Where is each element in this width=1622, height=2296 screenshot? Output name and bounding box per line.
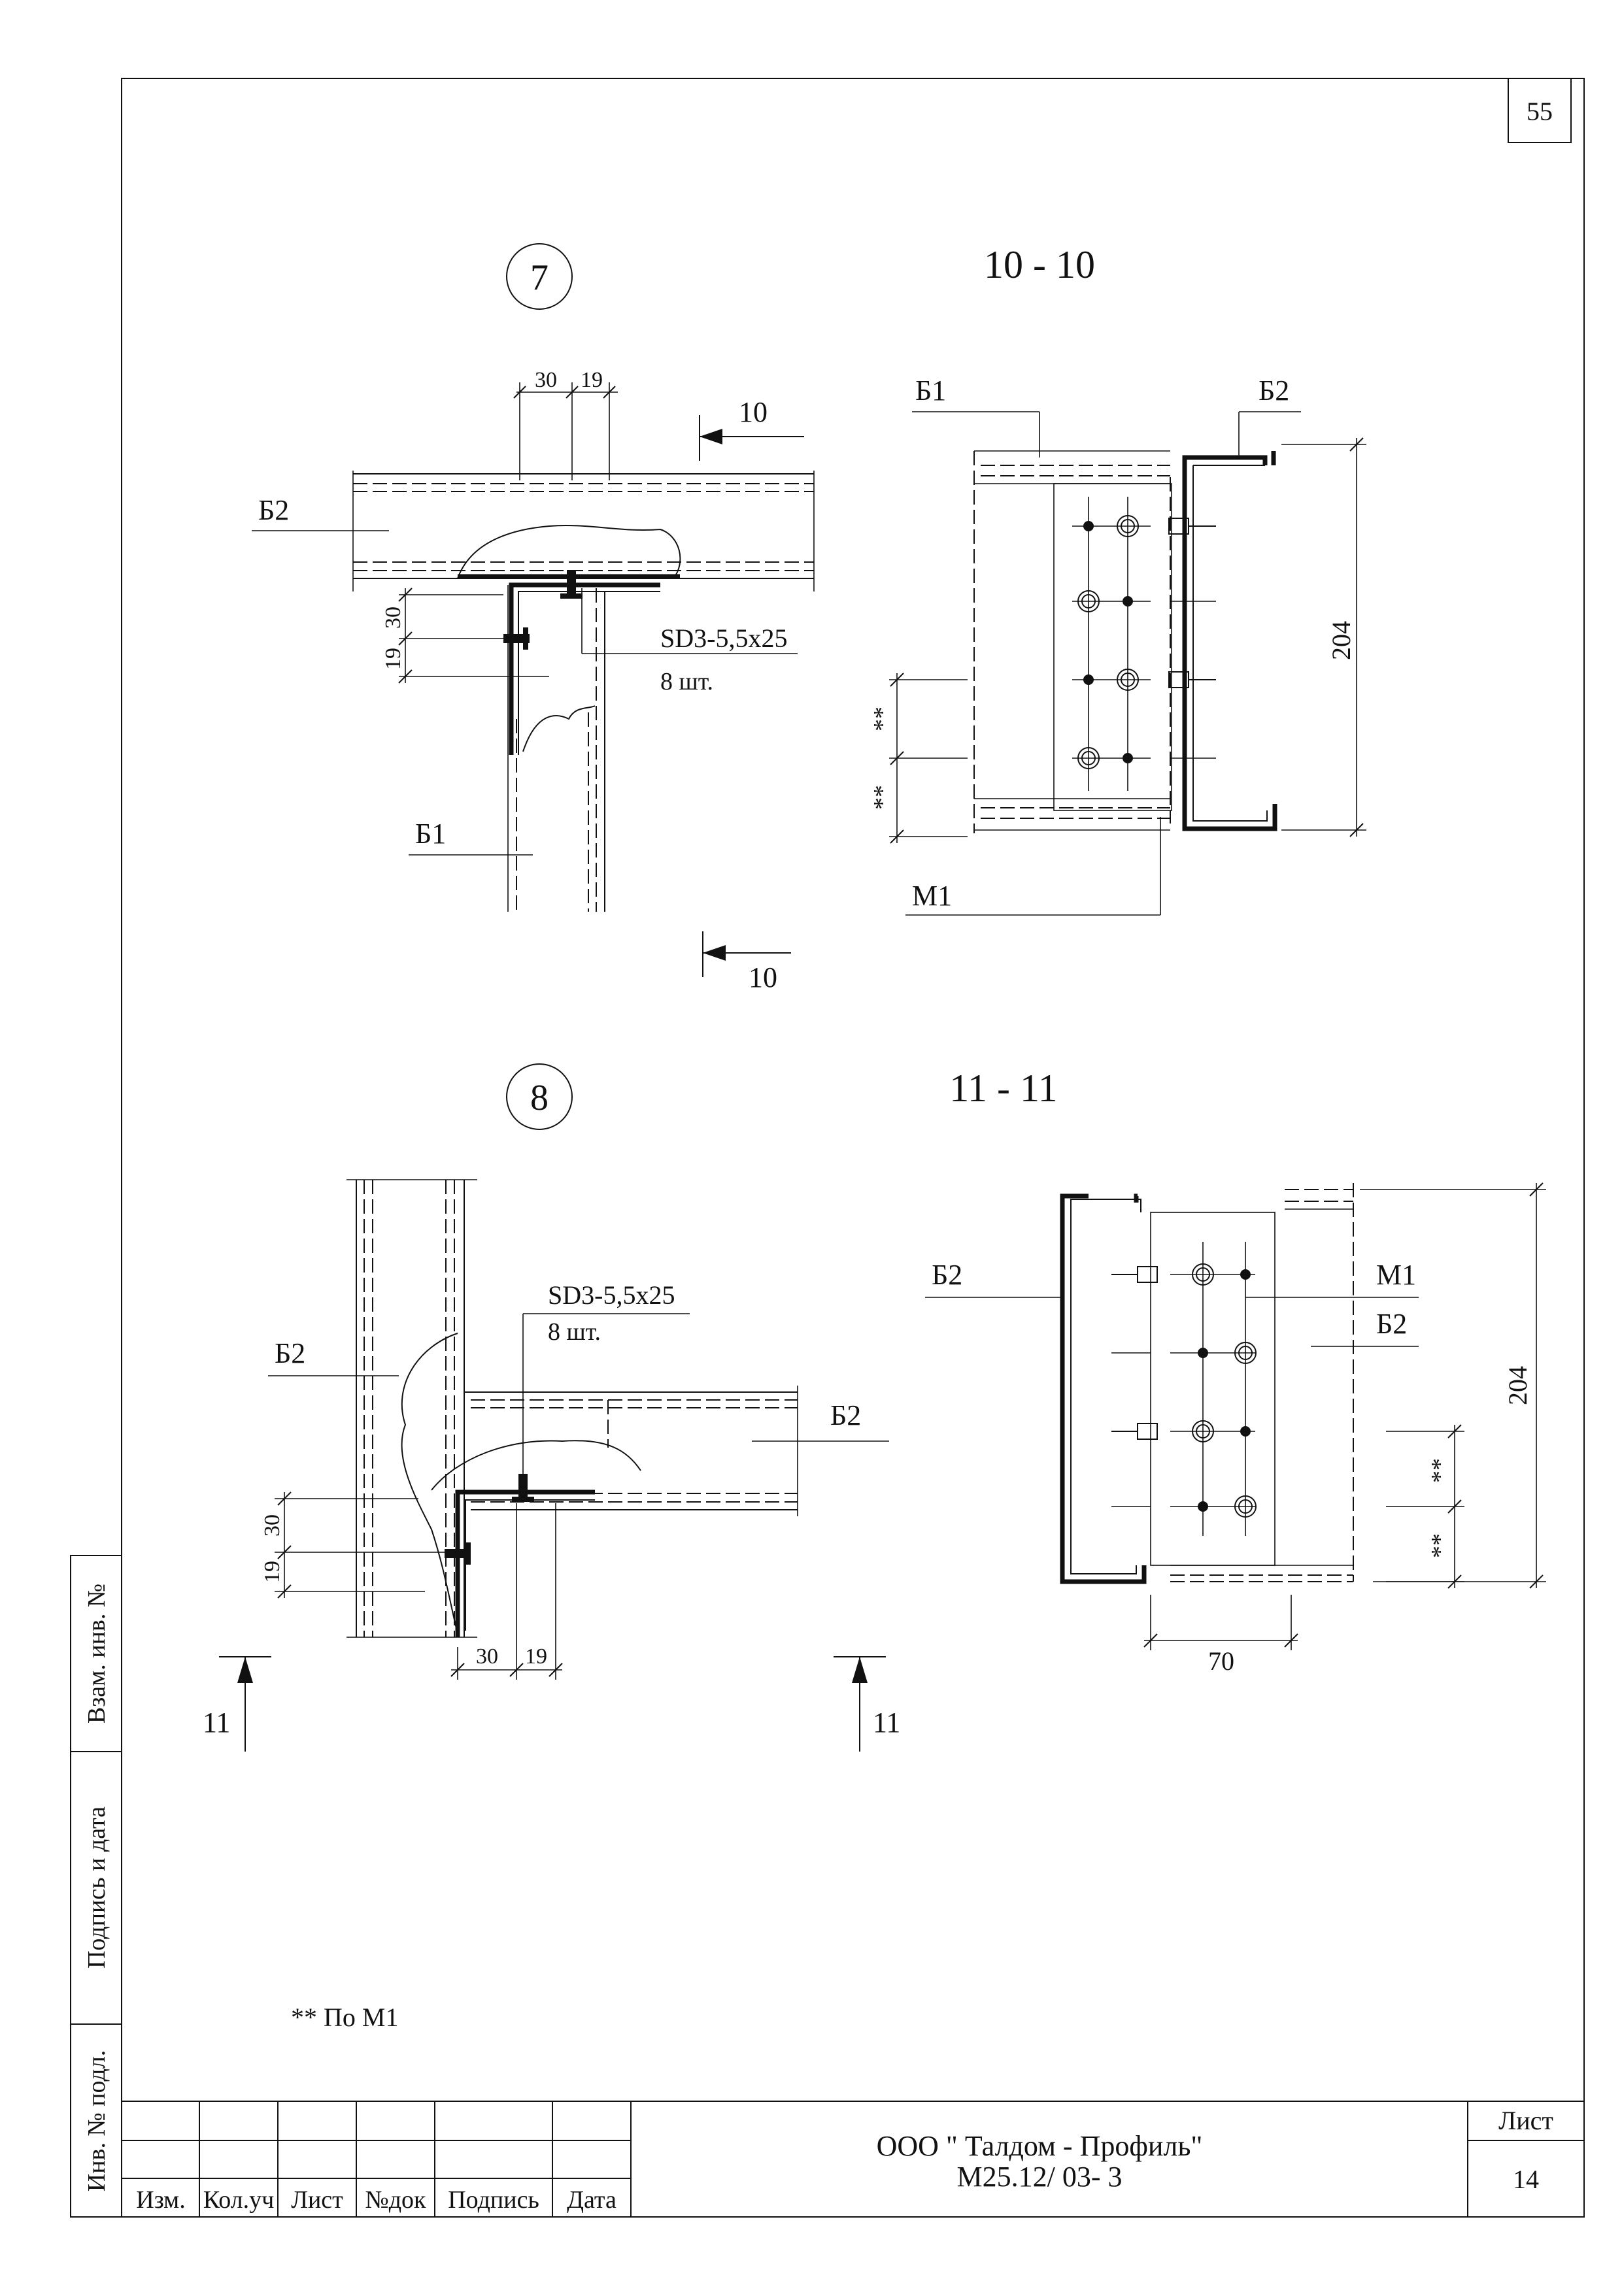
dim-7-30-left: 30 [381, 607, 405, 629]
stamp-replacement-inv: Взам. инв. № [83, 1584, 110, 1723]
sec11-label-m1: М1 [1376, 1259, 1416, 1291]
sec11-label-b2-right: Б2 [1376, 1308, 1407, 1340]
tb-company: ООО " Талдом - Профиль" [877, 2130, 1203, 2162]
detail-7-marker [506, 243, 573, 310]
detail-8-marker [506, 1063, 573, 1130]
tb-sheet-label: Лист [1498, 2106, 1553, 2135]
sheet-frame [121, 78, 1585, 2218]
screw-8-horizontal [512, 1474, 534, 1502]
tb-col-data: Дата [567, 2186, 617, 2214]
screw-7-qty: 8 шт. [660, 668, 713, 695]
label-7-b1: Б1 [415, 818, 446, 850]
page-number-box: 55 [1508, 78, 1572, 143]
sec10-label-b1: Б1 [915, 374, 946, 407]
sec10-bolt-pattern [1072, 497, 1216, 791]
tb-col-ndok: №док [365, 2186, 426, 2214]
sec11-spacing-2: ** [1427, 1533, 1454, 1558]
dim-8-19-left: 19 [260, 1561, 284, 1583]
sec10-height: 204 [1326, 621, 1356, 660]
sec11-height: 204 [1503, 1366, 1532, 1405]
section-10-title: 10 - 10 [984, 243, 1095, 286]
section-11-title: 11 - 11 [949, 1067, 1058, 1110]
tb-sheet-number: 14 [1513, 2165, 1539, 2194]
screw-7-vertical [503, 627, 530, 650]
dim-7-19-left: 19 [381, 648, 405, 670]
dim-7-30-top: 30 [535, 368, 557, 392]
label-8-b2-right: Б2 [830, 1399, 861, 1431]
tb-doc-code: М25.12/ 03- 3 [957, 2161, 1123, 2193]
sec11-spacing-1: ** [1427, 1458, 1454, 1483]
sec11-label-b2-left: Б2 [932, 1259, 962, 1291]
page-number: 55 [1527, 97, 1553, 126]
title-block: Изм. Кол.уч Лист №док Подпись Дата ООО "… [122, 2101, 1584, 2217]
sec10-spacing-2: ** [869, 785, 896, 810]
section-10-mark-bottom: 10 [749, 961, 777, 993]
section-10-mark-top: 10 [739, 396, 768, 428]
stamp-original-inv: Инв. № подл. [83, 2050, 110, 2192]
sec10-label-m1: М1 [912, 880, 952, 912]
detail-8: 8 11 - 11 Б2 Б2 [203, 1063, 1058, 1752]
screw-7-horizontal [560, 570, 583, 599]
sec11-width: 70 [1208, 1646, 1234, 1676]
screw-8-spec: SD3-5,5x25 [548, 1280, 675, 1310]
section-11-11: Б2 [925, 1182, 1546, 1676]
tb-col-list: Лист [291, 2186, 343, 2214]
screw-8-qty: 8 шт. [548, 1318, 601, 1346]
dim-7-19-top: 19 [581, 368, 603, 392]
dim-8-19-bottom: 19 [525, 1644, 547, 1669]
screw-7-spec: SD3-5,5x25 [660, 624, 787, 653]
section-11-mark-left: 11 [203, 1706, 230, 1739]
dim-8-30-left: 30 [260, 1514, 284, 1537]
tb-col-podpis: Подпись [448, 2186, 539, 2214]
dim-8-30-bottom: 30 [476, 1644, 498, 1669]
tb-col-koluch: Кол.уч [203, 2186, 275, 2214]
note-text: ** По М1 [291, 2003, 398, 2032]
sec11-bolt-pattern [1111, 1242, 1257, 1536]
tb-col-izm: Изм. [136, 2186, 185, 2214]
side-stamp: Взам. инв. № Подпись и дата Инв. № подл. [70, 1555, 122, 2218]
sec10-label-b2: Б2 [1259, 374, 1289, 407]
label-7-b2: Б2 [258, 494, 289, 526]
detail-7-marker-label: 7 [530, 258, 549, 298]
detail-8-marker-label: 8 [530, 1078, 549, 1118]
screw-8-vertical [445, 1542, 471, 1565]
stamp-signature-date: Подпись и дата [83, 1806, 110, 1969]
section-11-mark-right: 11 [873, 1706, 900, 1739]
sec10-spacing-1: ** [869, 707, 896, 731]
label-8-b2-left: Б2 [275, 1337, 305, 1369]
detail-7: 7 10 - 10 30 19 10 Б2 [252, 243, 1095, 993]
section-10-10: Б1 Б2 [869, 374, 1366, 916]
